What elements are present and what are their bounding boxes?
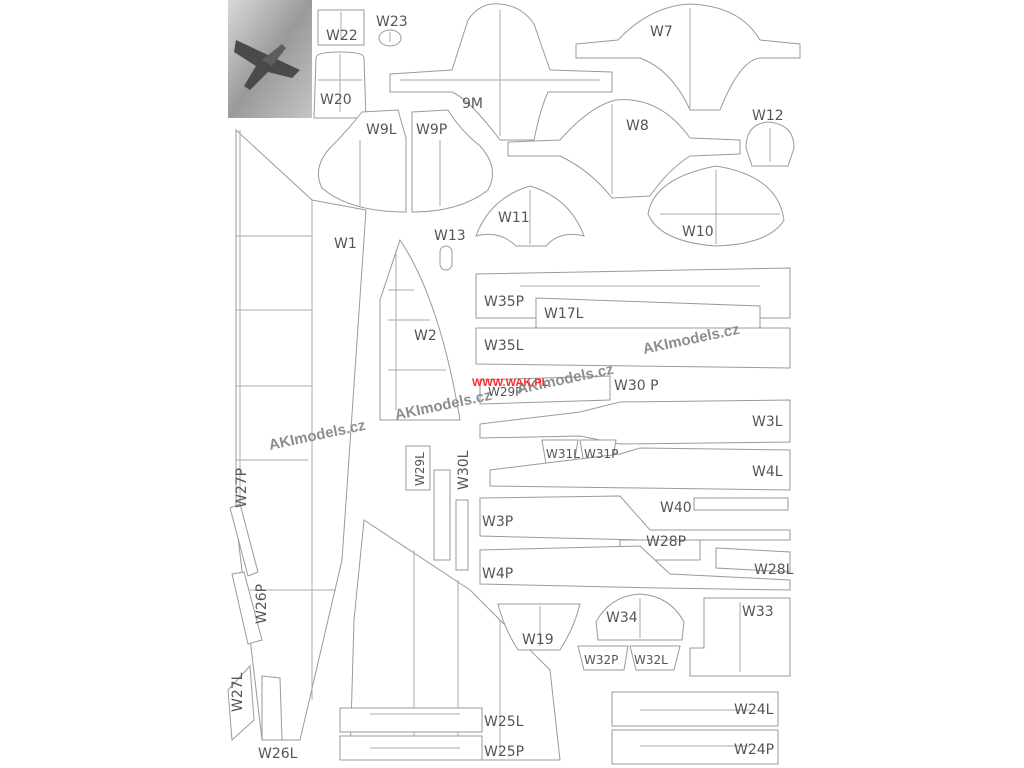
label-w27l: W27L: [230, 672, 246, 712]
label-w35l: W35L: [484, 338, 524, 354]
part-w7: [575, 3, 801, 111]
label-w24p: W24P: [734, 742, 774, 758]
part-9m: [389, 3, 613, 141]
label-w10: W10: [682, 224, 714, 240]
label-w27p: W27P: [234, 468, 250, 508]
part-w9p: [411, 109, 493, 213]
jet-photo-thumbnail: [228, 0, 312, 118]
label-w1: W1: [334, 236, 357, 252]
label-w35p: W35P: [484, 294, 524, 310]
label-w31l: W31L: [546, 447, 580, 461]
part-w32l: [629, 645, 681, 671]
part-w20: [313, 51, 367, 119]
label-w4p: W4P: [482, 566, 513, 582]
part-w10: [647, 165, 785, 247]
part-w28l: [715, 547, 791, 573]
part-w27p: [229, 503, 259, 577]
part-w4l: [489, 447, 791, 491]
label-w32l: W32L: [634, 653, 668, 667]
label-w20: W20: [320, 92, 352, 108]
label-w30p: W30 P: [614, 378, 659, 394]
part-lower-wing: [349, 519, 561, 761]
label-w33: W33: [742, 604, 774, 620]
part-w32p: [577, 645, 629, 671]
label-w8: W8: [626, 118, 649, 134]
part-w3l: [479, 399, 791, 445]
part-w25l: [339, 707, 483, 733]
label-w2: W2: [414, 328, 437, 344]
part-w30l: [433, 469, 469, 571]
part-w19: [497, 603, 581, 651]
label-w28p: W28P: [646, 534, 686, 550]
part-w26p: [231, 571, 263, 645]
label-w12: W12: [752, 108, 784, 124]
label-w3l: W3L: [752, 414, 783, 430]
part-w12: [745, 121, 795, 167]
label-w23: W23: [376, 14, 408, 30]
label-w32p: W32P: [584, 653, 618, 667]
watermark-url: WWW.WAK.PL: [472, 377, 549, 389]
part-w26l: [261, 675, 283, 741]
label-w26p: W26P: [254, 584, 270, 624]
label-9m: 9M: [462, 96, 483, 112]
part-w23: [378, 29, 402, 47]
part-w24l: [611, 691, 779, 727]
part-w24p: [611, 729, 779, 765]
part-w3p: [479, 495, 791, 541]
label-w7: W7: [650, 24, 673, 40]
part-w40: [693, 497, 789, 511]
label-w40: W40: [660, 500, 692, 516]
label-w28l: W28L: [754, 562, 794, 578]
label-w29p: W29P: [488, 385, 522, 399]
label-w9l: W9L: [366, 122, 397, 138]
label-w17l: W17L: [544, 306, 584, 322]
label-w13: W13: [434, 228, 466, 244]
label-w25l: W25L: [484, 714, 524, 730]
part-w8: [507, 99, 741, 199]
label-w11: W11: [498, 210, 530, 226]
label-w34: W34: [606, 610, 638, 626]
label-w9p: W9P: [416, 122, 447, 138]
label-w31p: W31P: [584, 447, 618, 461]
label-w26l: W26L: [258, 746, 298, 762]
part-w9l: [317, 109, 407, 213]
part-w25p: [339, 735, 483, 761]
label-w30l: W30L: [456, 450, 472, 490]
part-w22: [317, 9, 365, 46]
part-w29l: [405, 445, 431, 491]
part-w11: [475, 185, 585, 247]
label-w22: W22: [326, 28, 358, 44]
part-w2: [379, 238, 461, 421]
part-w33: [689, 597, 791, 677]
part-w1: [235, 128, 367, 741]
label-w25p: W25P: [484, 744, 524, 760]
label-w24l: W24L: [734, 702, 774, 718]
part-w34: [595, 593, 685, 641]
part-w35l: [475, 327, 791, 369]
label-w19: W19: [522, 632, 554, 648]
part-w13: [439, 245, 453, 271]
part-w4p: [479, 545, 791, 591]
part-w27l: [227, 664, 255, 742]
label-w4l: W4L: [752, 464, 783, 480]
label-w3p: W3P: [482, 514, 513, 530]
part-w30p: [479, 375, 611, 405]
label-w29l: W29L: [413, 452, 427, 486]
